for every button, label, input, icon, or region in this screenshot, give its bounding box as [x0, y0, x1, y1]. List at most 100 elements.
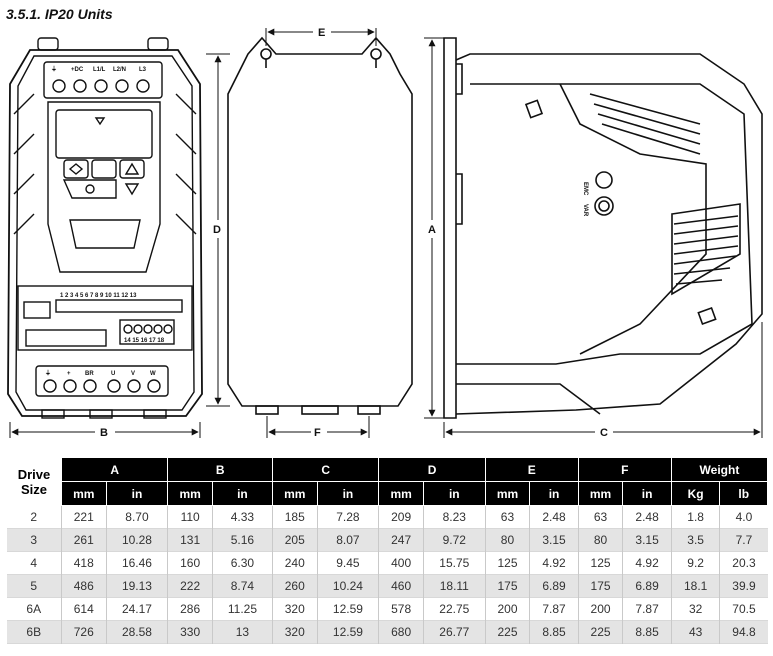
unit-header: in: [422, 481, 486, 506]
table-cell: 8.70: [105, 505, 168, 529]
table-cell: 3.15: [529, 528, 579, 552]
table-cell: 19.13: [105, 574, 168, 598]
svg-text:BR: BR: [85, 371, 94, 377]
table-cell: 24.17: [105, 597, 168, 621]
table-cell: 12.59: [316, 597, 379, 621]
table-cell: 175: [577, 574, 623, 598]
table-cell: 3.5: [670, 528, 720, 552]
dimensions-table: Drive Size A B C D E F Weight mm in mm i…: [6, 457, 769, 644]
table-cell: 185: [271, 505, 317, 529]
table-cell: 70.5: [719, 597, 768, 621]
svg-text:L3: L3: [139, 67, 147, 73]
table-unit-header-row: mm in mm in mm in mm in mm in mm in Kg l…: [7, 481, 768, 506]
group-header-e: E: [484, 457, 579, 482]
dim-label-e: E: [318, 27, 325, 39]
dimension-c: [443, 322, 763, 438]
side-view: [443, 37, 763, 419]
table-cell: 18.1: [670, 574, 720, 598]
table-cell: 94.8: [719, 620, 768, 644]
table-cell: 4.92: [622, 551, 672, 575]
table-cell: 240: [271, 551, 317, 575]
table-cell: 131: [167, 528, 213, 552]
table-cell: 8.23: [422, 505, 486, 529]
table-cell: 200: [577, 597, 623, 621]
unit-header: lb: [719, 481, 768, 506]
drive-size-header: Drive Size: [6, 457, 62, 506]
unit-header: mm: [61, 481, 107, 506]
unit-header: in: [211, 481, 273, 506]
unit-header: mm: [378, 481, 424, 506]
unit-header: Kg: [670, 481, 721, 506]
table-cell: 261: [61, 528, 107, 552]
mounting-view: [227, 36, 413, 415]
table-cell: 222: [167, 574, 213, 598]
table-cell: 225: [577, 620, 623, 644]
table-cell: 5.16: [211, 528, 273, 552]
table-cell: 8.74: [211, 574, 273, 598]
section-title: 3.5.1. IP20 Units: [6, 6, 113, 22]
table-cell: 460: [378, 574, 424, 598]
table-cell: 12.59: [316, 620, 379, 644]
table-cell: 11.25: [211, 597, 273, 621]
table-cell: 110: [167, 505, 213, 529]
table-cell: 10.24: [316, 574, 379, 598]
table-cell: 209: [378, 505, 424, 529]
table-cell: 3.15: [622, 528, 672, 552]
table-cell: 80: [484, 528, 530, 552]
table-cell: 125: [577, 551, 623, 575]
group-header-f: F: [577, 457, 672, 482]
group-header-a: A: [60, 457, 169, 482]
unit-header: in: [622, 481, 672, 506]
dimension-e: [265, 28, 377, 46]
svg-text:+: +: [67, 371, 71, 377]
unit-header: mm: [271, 481, 318, 506]
table-cell: 9.2: [670, 551, 720, 575]
table-cell: 4.33: [211, 505, 273, 529]
table-cell: 200: [484, 597, 530, 621]
table-cell: 10.28: [105, 528, 168, 552]
table-cell: 15.75: [422, 551, 486, 575]
table-cell: 578: [378, 597, 424, 621]
table-cell: 205: [271, 528, 317, 552]
drive-size-cell: 2: [30, 510, 38, 524]
table-cell: 20.3: [719, 551, 768, 575]
svg-text:L1/L: L1/L: [93, 67, 106, 73]
group-header-d: D: [378, 457, 486, 482]
table-cell: 8.07: [316, 528, 379, 552]
unit-header: in: [105, 481, 169, 506]
table-cell: 18.11: [422, 574, 486, 598]
unit-header: mm: [577, 481, 624, 506]
svg-text:1 2 3 4 5 6 7 8 9 10 11 12 13: 1 2 3 4 5 6 7 8 9 10 11 12 13: [60, 293, 137, 299]
table-cell: 418: [61, 551, 107, 575]
group-header-b: B: [167, 457, 273, 482]
table-cell: 221: [61, 505, 107, 529]
table-cell: 160: [167, 551, 213, 575]
svg-text:14 15 16 17 18: 14 15 16 17 18: [124, 338, 165, 344]
unit-header: in: [316, 481, 380, 506]
svg-text:V: V: [131, 371, 135, 377]
front-labels: ⏚ +DC L1/L L2/N L3 1 2 3 4 5 6 7 8 9 10 …: [45, 66, 165, 377]
unit-header: in: [529, 481, 579, 506]
table-cell: 400: [378, 551, 424, 575]
table-cell: 175: [484, 574, 530, 598]
dimension-a: [424, 37, 444, 419]
table-cell: 247: [378, 528, 424, 552]
table-cell: 16.46: [105, 551, 168, 575]
table-cell: 28.58: [105, 620, 168, 644]
group-header-weight: Weight: [670, 457, 769, 482]
table-cell: 320: [271, 620, 317, 644]
table-cell: 6.30: [211, 551, 273, 575]
side-labels: EMC VAR: [582, 182, 588, 217]
unit-header: mm: [484, 481, 531, 506]
drive-size-cell: 5: [6, 574, 62, 598]
table-cell: 43: [670, 620, 720, 644]
table-cell: 7.87: [622, 597, 672, 621]
svg-text:W: W: [150, 371, 156, 377]
table-cell: 22.75: [422, 597, 486, 621]
table-cell: 39.9: [719, 574, 768, 598]
